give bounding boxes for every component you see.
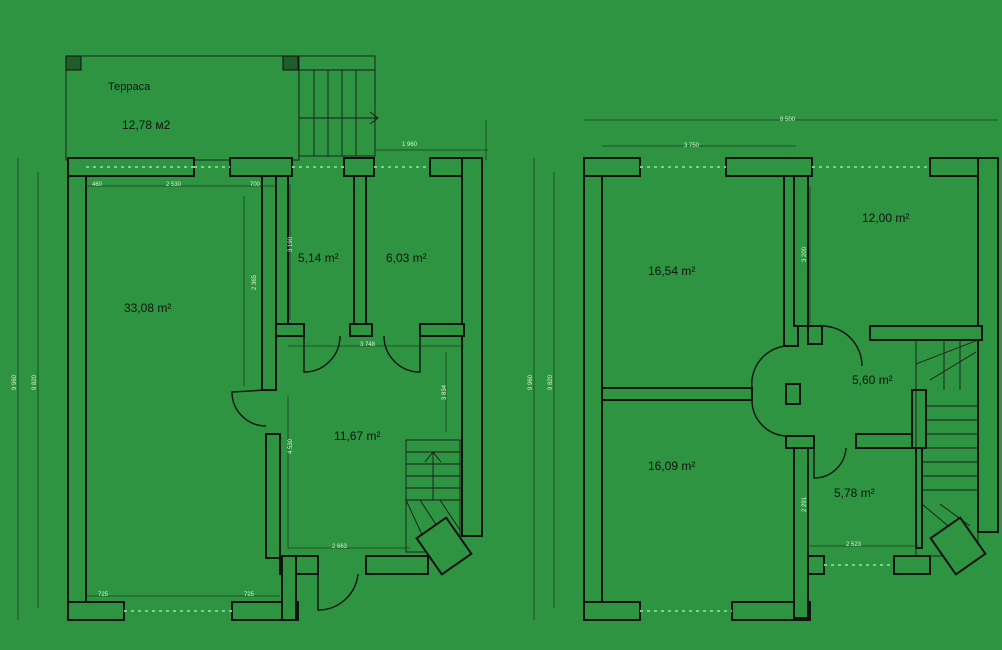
dim-4530: 4 530	[288, 438, 294, 454]
floor1-doors	[231, 335, 421, 611]
room-area-bed-3: 16,09 m²	[648, 459, 695, 473]
dim-3834: 3 834	[442, 384, 448, 400]
terrace: Терраса 12,78 м2	[65, 55, 300, 161]
floor2-areas: 16,54 m² 12,00 m² 5,60 m² 16,09 m² 5,78 …	[648, 211, 909, 500]
dim-725-left: 725	[98, 592, 109, 598]
dim-3190: 3 190	[288, 236, 294, 252]
dim2-2291: 2 291	[802, 496, 808, 512]
entrance-stairs	[298, 55, 379, 157]
dim2-8500: 8 500	[780, 117, 796, 123]
dim-2365: 2 365	[252, 274, 258, 290]
room-area-bed-1: 16,54 m²	[648, 264, 695, 278]
room-area-living: 33,08 m²	[124, 301, 171, 315]
dim-700: 700	[250, 182, 261, 188]
dim2-2523: 2 523	[846, 542, 862, 548]
dim-2663: 2 663	[332, 544, 348, 550]
dim2-9960: 9 960	[528, 374, 534, 390]
terrace-title: Терраса	[108, 81, 151, 93]
terrace-area: 12,78 м2	[122, 118, 171, 132]
floor2-stairs	[915, 339, 987, 576]
room-area-bed-2: 12,00 m²	[862, 211, 909, 225]
terrace-outline	[65, 55, 300, 161]
floor2-walls	[583, 157, 999, 621]
room-area-c: 6,03 m²	[386, 251, 427, 265]
dim-9960: 9 960	[12, 374, 18, 390]
dim-460: 460	[92, 182, 103, 188]
dim-1960: 1 960	[402, 142, 418, 148]
floor2-doors	[751, 325, 863, 479]
floor1-walls	[67, 157, 483, 621]
floor1-stairs	[405, 439, 473, 576]
room-area-b: 5,14 m²	[298, 251, 339, 265]
room-area-hall: 11,67 m²	[334, 429, 380, 443]
floor1-areas: 33,08 m² 5,14 m² 6,03 m² 11,67 m²	[124, 251, 427, 443]
terrace-post-right	[282, 55, 299, 71]
dim-725-right: 725	[244, 592, 255, 598]
floor2-dimensions: 8 500 3 750 3 200 2 291 2 523 9 960 9 82…	[528, 117, 998, 620]
dim2-9820: 9 820	[548, 374, 554, 390]
floor1-dimensions: 1 960 460 2 530 700 3 190 2 365 3 748 3 …	[12, 120, 488, 620]
dim2-3200: 3 200	[802, 246, 808, 262]
dim-2530: 2 530	[166, 182, 182, 188]
room-area-landing: 5,60 m²	[852, 373, 893, 387]
terrace-post-left	[65, 55, 82, 71]
dim-9820: 9 820	[32, 374, 38, 390]
dim2-3750: 3 750	[684, 143, 700, 149]
room-area-bath: 5,78 m²	[834, 486, 875, 500]
dim-3748: 3 748	[360, 342, 376, 348]
